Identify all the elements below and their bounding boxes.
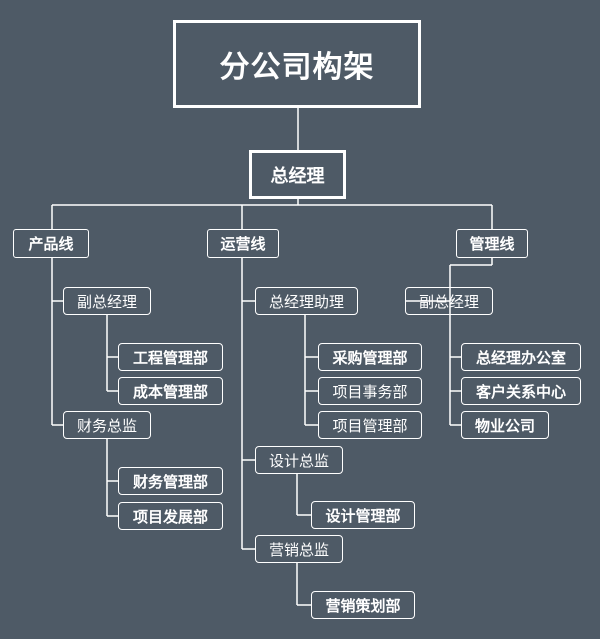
- dept-engineering-label: 工程管理部: [132, 348, 208, 367]
- dept-cost-label: 成本管理部: [132, 382, 208, 401]
- dept-marketing-planning-label: 营销策划部: [325, 596, 401, 615]
- dept-customer-relations: 客户关系中心: [461, 377, 581, 405]
- dept-project-mgmt-label: 项目管理部: [332, 416, 408, 435]
- product-deputy-node: 副总经理: [63, 287, 151, 315]
- ceo-label: 总经理: [270, 165, 325, 187]
- management-line-node: 管理线: [456, 229, 528, 258]
- dept-gm-office-label: 总经理办公室: [475, 348, 566, 367]
- dept-finance: 财务管理部: [118, 467, 223, 495]
- dept-engineering: 工程管理部: [118, 343, 223, 371]
- management-line-label: 管理线: [469, 235, 515, 253]
- product-finance-label: 财务总监: [76, 416, 137, 435]
- product-finance-node: 财务总监: [63, 411, 151, 439]
- dept-gm-office: 总经理办公室: [461, 343, 581, 371]
- operation-marketing-label: 营销总监: [268, 540, 329, 559]
- dept-cost: 成本管理部: [118, 377, 223, 405]
- dept-property-company: 物业公司: [461, 411, 549, 439]
- root-node: 分公司构架: [173, 20, 421, 108]
- management-deputy-label: 副总经理: [418, 292, 479, 311]
- dept-design-mgmt-label: 设计管理部: [325, 506, 401, 525]
- dept-project-affairs-label: 项目事务部: [332, 382, 408, 401]
- ceo-node: 总经理: [249, 150, 346, 199]
- dept-marketing-planning: 营销策划部: [311, 591, 415, 619]
- dept-procurement: 采购管理部: [318, 343, 422, 371]
- dept-project-dev-label: 项目发展部: [132, 507, 208, 526]
- product-deputy-label: 副总经理: [76, 292, 137, 311]
- dept-property-company-label: 物业公司: [474, 416, 535, 435]
- dept-project-affairs: 项目事务部: [318, 377, 422, 405]
- operation-design-label: 设计总监: [268, 451, 329, 470]
- management-deputy-node: 副总经理: [405, 287, 493, 315]
- dept-project-mgmt: 项目管理部: [318, 411, 422, 439]
- dept-design-mgmt: 设计管理部: [311, 501, 415, 529]
- dept-project-dev: 项目发展部: [118, 502, 223, 530]
- operation-assistant-label: 总经理助理: [268, 292, 344, 311]
- operation-assistant-node: 总经理助理: [255, 287, 358, 315]
- root-title: 分公司构架: [219, 50, 375, 85]
- operation-marketing-node: 营销总监: [255, 535, 343, 563]
- product-line-label: 产品线: [28, 235, 74, 253]
- dept-procurement-label: 采购管理部: [332, 348, 408, 367]
- operation-line-node: 运营线: [207, 229, 279, 258]
- operation-line-label: 运营线: [220, 235, 266, 253]
- operation-design-node: 设计总监: [255, 446, 343, 474]
- dept-finance-label: 财务管理部: [132, 472, 208, 491]
- product-line-node: 产品线: [13, 229, 89, 258]
- dept-customer-relations-label: 客户关系中心: [475, 382, 566, 401]
